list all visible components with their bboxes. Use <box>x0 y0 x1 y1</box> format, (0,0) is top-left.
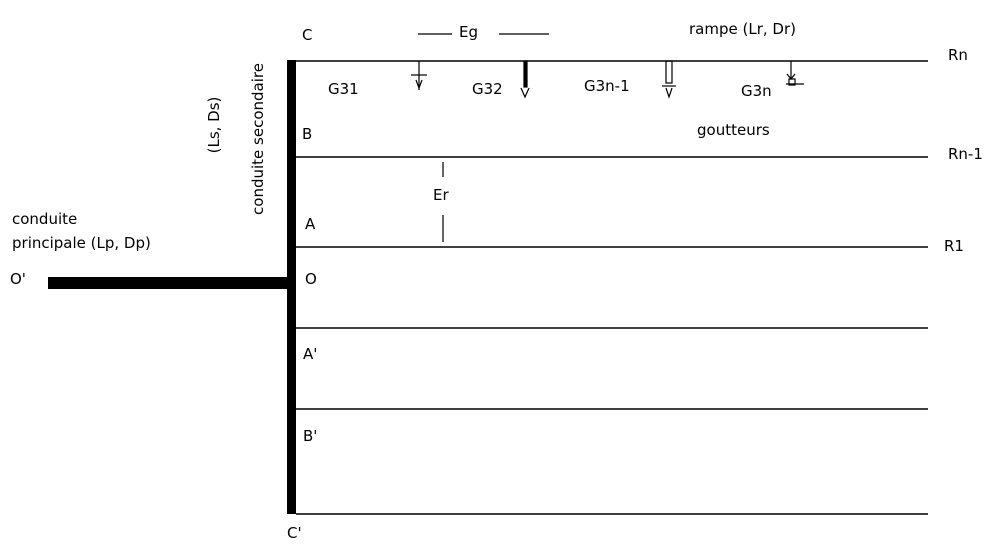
label-eg: Eg <box>459 23 478 41</box>
label-r1: R1 <box>944 237 964 255</box>
secondary-pipe <box>287 60 296 514</box>
label-c: C <box>302 26 313 44</box>
label-b: B <box>302 125 313 143</box>
label-main-line1: conduite <box>12 210 78 228</box>
label-a: A <box>305 215 316 233</box>
label-secondary-line2: conduite secondaire <box>249 63 267 215</box>
label-rn: Rn <box>948 46 968 64</box>
label-g3n-1: G3n-1 <box>584 77 630 95</box>
label-ramp: rampe (Lr, Dr) <box>689 20 796 38</box>
main-pipe <box>48 277 290 289</box>
label-drippers: goutteurs <box>697 121 770 139</box>
label-rn-1: Rn-1 <box>948 145 983 163</box>
label-o-prime: O' <box>10 270 26 288</box>
label-o: O <box>305 270 317 288</box>
dripper-g3n-1-icon <box>662 60 676 99</box>
label-g32: G32 <box>472 80 503 98</box>
label-a-prime: A' <box>303 345 318 363</box>
dripper-g31-icon <box>411 61 427 90</box>
label-c-prime: C' <box>287 524 302 542</box>
label-secondary-line1: (Ls, Ds) <box>205 96 223 154</box>
label-er: Er <box>433 186 449 204</box>
dripper-g3n-icon <box>786 61 804 86</box>
label-main-line2: principale (Lp, Dp) <box>12 234 151 252</box>
dripper-g32-icon <box>520 60 530 99</box>
label-b-prime: B' <box>303 427 318 445</box>
label-g3n: G3n <box>741 82 772 100</box>
label-g31: G31 <box>328 80 359 98</box>
